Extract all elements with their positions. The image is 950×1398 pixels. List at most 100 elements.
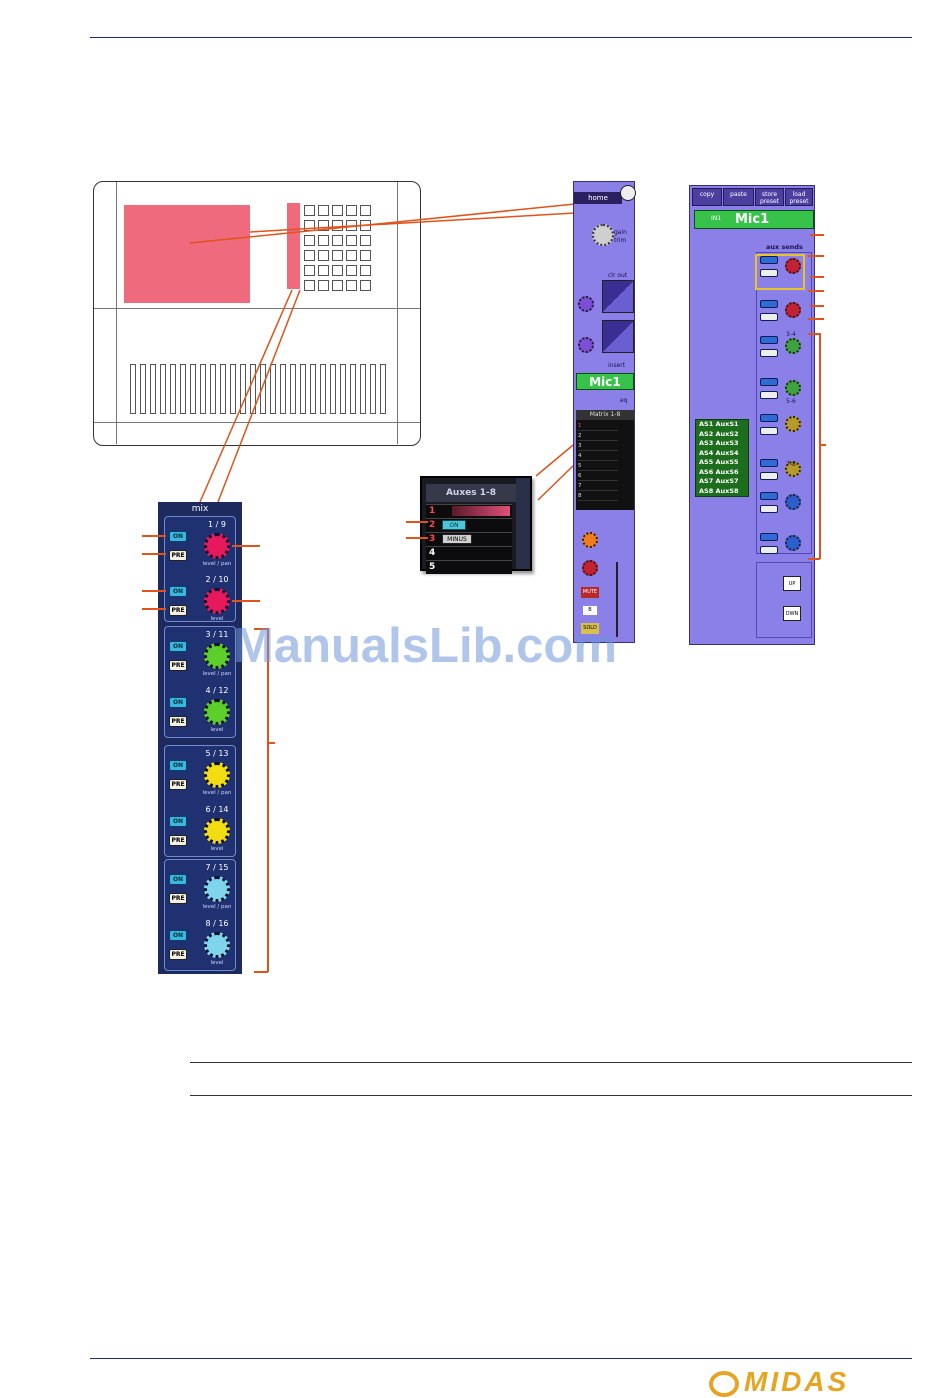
on-button[interactable]: ON: [169, 874, 187, 885]
on-button[interactable]: ON: [169, 930, 187, 941]
aux-row[interactable]: 5: [426, 560, 512, 574]
send-level-knob[interactable]: [204, 588, 230, 614]
filter-display[interactable]: [602, 280, 634, 313]
send-knob[interactable]: [785, 302, 801, 318]
on-button[interactable]: ON: [169, 531, 187, 542]
pre-button[interactable]: PRE: [169, 835, 187, 846]
matrix-row[interactable]: 6: [578, 472, 618, 481]
filter-knob[interactable]: [578, 296, 594, 312]
send-pre-button[interactable]: [760, 269, 778, 277]
list-item[interactable]: AS5 AuxS5: [699, 458, 739, 466]
list-item[interactable]: AS8 AuxS8: [699, 486, 739, 495]
gain-knob[interactable]: [592, 224, 614, 246]
matrix-row[interactable]: 1: [578, 422, 618, 431]
knob-function-label: level / pan: [202, 790, 232, 796]
console-fader: [290, 364, 296, 414]
send-knob[interactable]: [785, 380, 801, 396]
eq-label: eq: [620, 397, 628, 404]
console-control: [332, 205, 343, 216]
send-level-knob[interactable]: [204, 876, 230, 902]
channel-header[interactable]: IN1 Mic1: [694, 210, 814, 229]
pre-button[interactable]: PRE: [169, 716, 187, 727]
list-item[interactable]: AS7 AuxS7: [699, 477, 739, 485]
pre-button[interactable]: PRE: [169, 660, 187, 671]
matrix-row[interactable]: 8: [578, 492, 618, 501]
send-pre-button[interactable]: [760, 391, 778, 399]
send-pre-button[interactable]: [760, 472, 778, 480]
console-control: [318, 220, 329, 231]
console-control: [346, 250, 357, 261]
on-button[interactable]: ON: [169, 641, 187, 652]
send-on-button[interactable]: [760, 300, 778, 308]
dyn-knob[interactable]: [578, 337, 594, 353]
mute-button[interactable]: MUTE: [581, 587, 599, 598]
console-fader: [380, 364, 386, 414]
down-button[interactable]: DWN: [783, 606, 801, 621]
list-item[interactable]: AS4 AuxS4: [699, 448, 739, 457]
aux-row[interactable]: 2: [426, 518, 512, 532]
pre-button[interactable]: PRE: [169, 949, 187, 960]
send-on-button[interactable]: [760, 378, 778, 386]
send-level-knob[interactable]: [204, 643, 230, 669]
pre-button[interactable]: PRE: [169, 779, 187, 790]
pan-knob[interactable]: [582, 532, 598, 548]
pre-button[interactable]: PRE: [169, 605, 187, 616]
matrix-row[interactable]: 7: [578, 482, 618, 491]
send-knob[interactable]: [785, 338, 801, 354]
matrix-row[interactable]: 5: [578, 462, 618, 471]
send-level-knob[interactable]: [204, 762, 230, 788]
send-level-knob[interactable]: [204, 699, 230, 725]
fader-track[interactable]: [616, 562, 618, 637]
send-pre-button[interactable]: [760, 349, 778, 357]
auxes-popup: Auxes 1-8 1 2 ON 3 MINUS 4 5: [420, 476, 532, 574]
aux-minus-button[interactable]: MINUS: [442, 534, 472, 544]
send-on-button[interactable]: [760, 414, 778, 422]
send-knob[interactable]: [785, 258, 801, 274]
solo-button[interactable]: SOLO: [581, 623, 599, 634]
console-control: [360, 235, 371, 246]
send-on-button[interactable]: [760, 492, 778, 500]
list-item[interactable]: AS3 AuxS3: [699, 439, 739, 447]
aux-row[interactable]: 4: [426, 546, 512, 560]
load-preset-button[interactable]: load preset: [785, 188, 813, 206]
matrix-row[interactable]: 4: [578, 452, 618, 461]
matrix-row[interactable]: 3: [578, 442, 618, 451]
up-button[interactable]: UP: [783, 576, 801, 591]
send-level-knob[interactable]: [204, 533, 230, 559]
send-on-button[interactable]: [760, 533, 778, 541]
home-button[interactable]: home: [574, 192, 622, 204]
send-knob[interactable]: [785, 416, 801, 432]
b-button[interactable]: B: [583, 606, 597, 615]
list-item[interactable]: AS6 AuxS6: [699, 467, 739, 476]
list-item[interactable]: AS2 AuxS2: [699, 429, 739, 438]
matrix-row[interactable]: 2: [578, 432, 618, 441]
copy-button[interactable]: copy: [692, 188, 722, 206]
channel-name-box[interactable]: Mic1: [576, 373, 634, 390]
send-pre-button[interactable]: [760, 546, 778, 554]
send-knob[interactable]: [785, 535, 801, 551]
send-knob[interactable]: [785, 461, 801, 477]
on-button[interactable]: ON: [169, 760, 187, 771]
on-button[interactable]: ON: [169, 816, 187, 827]
send-level-knob[interactable]: [204, 932, 230, 958]
send-pre-button[interactable]: [760, 505, 778, 513]
on-button[interactable]: ON: [169, 586, 187, 597]
list-item[interactable]: AS1 AuxS1: [699, 420, 739, 428]
send-on-button[interactable]: [760, 256, 778, 264]
send-on-button[interactable]: [760, 459, 778, 467]
send-pre-button[interactable]: [760, 427, 778, 435]
send-pre-button[interactable]: [760, 313, 778, 321]
aux-on-button[interactable]: ON: [442, 520, 466, 530]
aux-send-list[interactable]: AS1 AuxS1 AS2 AuxS2 AS3 AuxS3 AS4 AuxS4 …: [695, 419, 749, 497]
pre-button[interactable]: PRE: [169, 893, 187, 904]
store-preset-button[interactable]: store preset: [755, 188, 784, 206]
paste-button[interactable]: paste: [723, 188, 754, 206]
send-on-button[interactable]: [760, 336, 778, 344]
dynamics-display[interactable]: [602, 320, 634, 353]
strip-menu-icon[interactable]: [620, 185, 636, 201]
pre-button[interactable]: PRE: [169, 550, 187, 561]
send-knob[interactable]: [785, 494, 801, 510]
on-button[interactable]: ON: [169, 697, 187, 708]
send-level-knob[interactable]: [204, 818, 230, 844]
level-knob[interactable]: [582, 560, 598, 576]
